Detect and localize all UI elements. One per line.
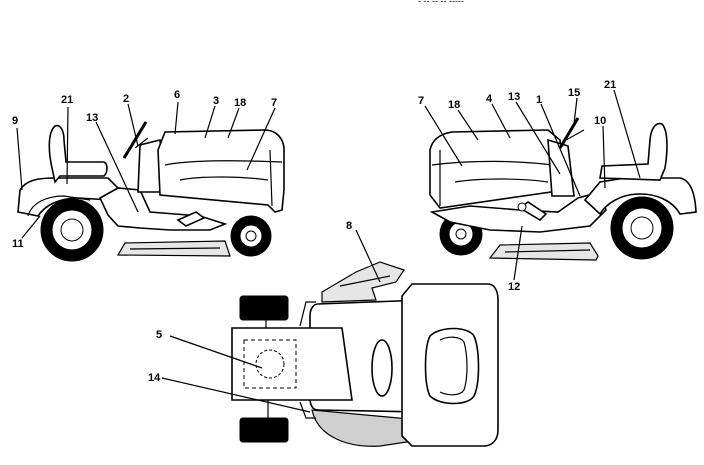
- callout-11: 11: [12, 238, 24, 250]
- callout-13: 13: [508, 91, 520, 103]
- right-view-callouts: 7 18 4 13 1 15 21 10 12: [418, 79, 616, 293]
- callout-1: 1: [536, 94, 542, 106]
- top-view-callouts: 8 5 14: [148, 220, 352, 384]
- callout-10: 10: [594, 115, 606, 127]
- header-fragment: - -- -- -- -----: [418, 0, 464, 6]
- callout-3: 3: [213, 95, 219, 107]
- callout-7: 7: [418, 95, 424, 107]
- callout-4: 4: [486, 93, 493, 105]
- callout-21: 21: [61, 94, 73, 106]
- right-view-leaders: [424, 89, 641, 281]
- callout-14: 14: [148, 372, 161, 384]
- tractor-top-view: [231, 261, 499, 447]
- callout-13: 13: [86, 112, 98, 124]
- callout-12: 12: [508, 281, 520, 293]
- callout-5: 5: [156, 329, 162, 341]
- left-view-callouts: 9 21 2 6 3 18 7 13 11: [12, 89, 277, 250]
- callout-18: 18: [234, 97, 246, 109]
- top-view-leaders: [161, 229, 381, 413]
- callout-7: 7: [271, 97, 277, 109]
- tractor-right-side-view: [429, 117, 697, 261]
- callout-8: 8: [346, 220, 352, 232]
- callout-9: 9: [12, 115, 18, 127]
- callout-21: 21: [604, 79, 616, 91]
- callout-2: 2: [123, 93, 129, 105]
- callout-18: 18: [448, 99, 460, 111]
- callout-15: 15: [568, 87, 580, 99]
- tractor-left-side-view: [17, 121, 285, 262]
- left-view-leaders: [16, 101, 276, 239]
- callout-6: 6: [174, 89, 180, 101]
